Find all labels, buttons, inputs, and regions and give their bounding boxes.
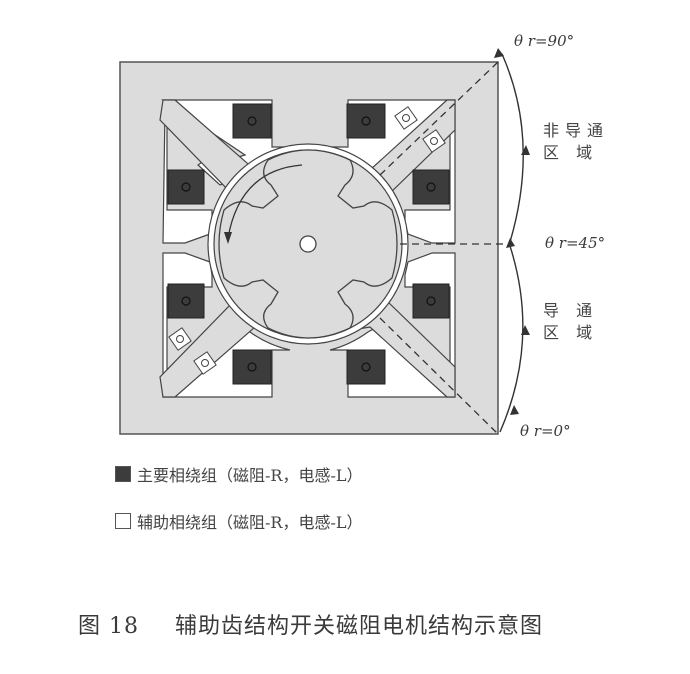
rotation-arrow — [227, 164, 303, 239]
figure-title: 辅助齿结构开关磁阻电机结构示意图 — [175, 614, 544, 639]
filled-square-icon — [115, 466, 131, 482]
main-winding-dots — [181, 116, 436, 372]
legend-aux-winding: 辅助相绕组（磁阻-R，电感-L） — [115, 509, 363, 533]
arc-arrowheads — [494, 48, 530, 415]
figure-caption: 图 18 辅助齿结构开关磁阻电机结构示意图 — [78, 608, 543, 640]
conducting-line1: 导 通 — [543, 301, 599, 320]
conducting-line2: 区 域 — [543, 323, 599, 342]
angle-arc — [499, 53, 524, 433]
aux-windings — [168, 106, 446, 375]
legend-main-winding: 主要相绕组（磁阻-R，电感-L） — [115, 462, 363, 486]
rotation-arrowhead — [224, 232, 232, 244]
conducting-region-label: 导 通 区 域 — [543, 300, 598, 344]
shaft — [299, 235, 317, 253]
angle-label-0: θ r=0° — [520, 422, 571, 440]
non-conducting-line2: 区 域 — [543, 143, 599, 162]
non-conducting-line1: 非导通 — [543, 121, 610, 140]
figure-number: 图 18 — [78, 614, 139, 639]
non-conducting-region-label: 非导通 区 域 — [543, 120, 609, 164]
legend-aux-label: 辅助相绕组（磁阻-R，电感-L） — [137, 513, 363, 532]
angle-label-45: θ r=45° — [545, 234, 606, 252]
empty-square-icon — [115, 513, 131, 529]
legend-main-label: 主要相绕组（磁阻-R，电感-L） — [137, 466, 363, 485]
reference-lines — [379, 61, 512, 435]
main-windings — [167, 103, 450, 385]
angle-label-90: θ r=90° — [514, 32, 575, 50]
